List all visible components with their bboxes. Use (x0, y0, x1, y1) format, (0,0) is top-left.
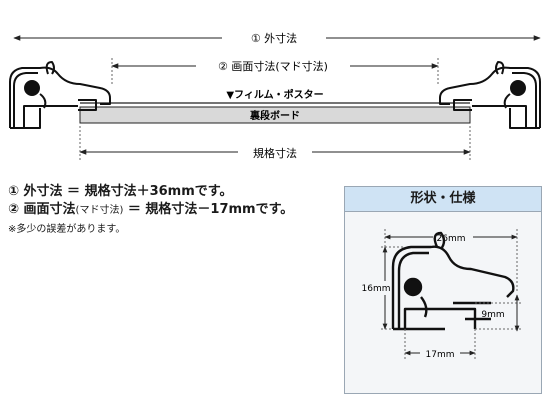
inner-dimension-label: 9mm (481, 310, 504, 320)
dimension-notes: ① 外寸法 ＝ 規格寸法＋36mmです。 ② 画面寸法(マド寸法) ＝ 規格寸法… (8, 183, 338, 238)
note-outer-dimension: ① 外寸法 ＝ 規格寸法＋36mmです。 (8, 184, 233, 199)
note-tolerance: ※多少の誤差があります。 (8, 224, 126, 235)
standard-dimension-label: 規格寸法 (253, 146, 297, 160)
frame-cross-section-diagram: ① 外寸法 ② 画面寸法(マド寸法) ▼フィルム・ポスター 裏段ボード (9, 28, 541, 161)
note-screen-dimension: ② 画面寸法(マド寸法) ＝ 規格寸法－17mmです。 (8, 201, 338, 220)
right-frame-profile (439, 61, 541, 129)
back-board (79, 106, 471, 124)
screen-dimension-label: ② 画面寸法(マド寸法) (218, 59, 328, 73)
spec-panel: 形状・仕様 26mm 16mm (344, 186, 542, 394)
bottom-dimension-label: 17mm (426, 350, 455, 360)
spec-title: 形状・仕様 (345, 187, 541, 212)
outer-dimension-label: ① 外寸法 (251, 31, 297, 45)
note-window-label: (マド寸法) (75, 205, 124, 216)
note-screen-formula: ＝ 規格寸法－17mmです。 (123, 202, 294, 217)
frame-profile-shape (391, 231, 515, 331)
note-screen-label: ② 画面寸法 (8, 202, 76, 217)
profile-spec-diagram: 26mm 16mm 9mm (359, 229, 521, 361)
height-dimension-label: 16mm (362, 284, 391, 294)
left-frame-profile (9, 61, 111, 129)
width-dimension-label: 26mm (437, 234, 466, 244)
back-board-label: 裏段ボード (249, 109, 300, 122)
film-poster-label: ▼フィルム・ポスター (226, 88, 323, 101)
